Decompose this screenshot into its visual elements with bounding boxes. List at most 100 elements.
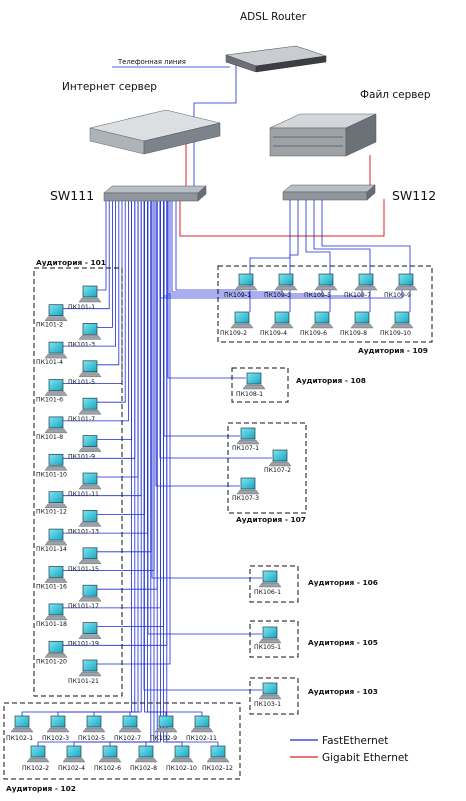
pc-label: ПК101-7 — [68, 416, 95, 423]
pc-ПК102-6: ПК102-6 — [94, 745, 122, 772]
fast-sw111-ПК102-7 — [129, 201, 142, 716]
pc-ПК102-2: ПК102-2 — [22, 745, 50, 772]
pc-label: ПК102-3 — [42, 735, 69, 742]
internet-server: Интернет сервер — [62, 81, 221, 155]
pc-label: ПК109-4 — [260, 330, 287, 337]
pc-ПК102-10: ПК102-10 — [166, 745, 197, 772]
pc-ПК101-14: ПК101-14 — [36, 528, 68, 553]
pc-ПК101-20: ПК101-20 — [36, 640, 68, 665]
room-105-frame — [249, 620, 299, 658]
pc-ПК101-8: ПК101-8 — [36, 416, 68, 441]
pc-ПК102-11: ПК102-11 — [186, 715, 217, 742]
pc-ПК102-3: ПК102-3 — [42, 715, 70, 742]
room-105-title: Аудитория - 105 — [308, 638, 378, 647]
pc-label: ПК102-12 — [202, 765, 233, 772]
file-server: Файл сервер — [269, 89, 431, 157]
pc-ПК102-12: ПК102-12 — [202, 745, 233, 772]
fast-sw111-ПК102-12 — [166, 201, 219, 746]
room-108-frame — [231, 367, 289, 403]
file-server-label: Файл сервер — [360, 89, 431, 101]
pc-ПК107-2: ПК107-2 — [264, 449, 292, 474]
pc-label: ПК101-8 — [36, 434, 63, 441]
pc-label: ПК101-1 — [68, 304, 95, 311]
fast-sw111-ПК101-7 — [96, 201, 126, 403]
fast-sw111-ПК101-9 — [96, 201, 133, 441]
pc-label: ПК101-16 — [36, 584, 67, 591]
pc-label: ПК102-2 — [22, 765, 49, 772]
adsl-router-label: ADSL Router — [240, 11, 307, 23]
pc-label: ПК101-15 — [68, 566, 99, 573]
fast-sw111-ПК102-6 — [109, 201, 158, 746]
fast-sw111-ПК103-1 — [143, 201, 262, 691]
switch-sw112: SW112 — [282, 184, 436, 203]
pc-label: ПК109-1 — [224, 292, 251, 299]
fast-sw111-ПК106-1 — [151, 201, 262, 579]
pc-ПК101-2: ПК101-2 — [36, 304, 68, 329]
legend-fast-label: FastEthernet — [322, 735, 388, 747]
pc-ПК101-9: ПК101-9 — [68, 435, 102, 461]
legend: FastEthernet Gigabit Ethernet — [290, 735, 408, 764]
fast-sw111-ПК107-2 — [159, 201, 272, 459]
pc-ПК101-6: ПК101-6 — [36, 379, 68, 404]
pc-ПК101-5: ПК101-5 — [68, 360, 102, 386]
switch-sw111: SW111 — [50, 185, 207, 203]
room-103-title: Аудитория - 103 — [308, 687, 378, 696]
pc-ПК101-3: ПК101-3 — [68, 323, 102, 348]
fast-sw111-ПК105-1 — [147, 201, 262, 635]
fast-sw111-ПК107-3 — [155, 201, 240, 487]
room-107-title: Аудитория - 107 — [236, 515, 306, 524]
pc-label: ПК101-2 — [36, 322, 63, 329]
pc-ПК107-1: ПК107-1 — [232, 427, 260, 452]
pc-label: ПК102-9 — [150, 735, 177, 742]
pc-ПК109-2: ПК109-2 — [220, 311, 254, 337]
pc-label: ПК102-1 — [6, 735, 33, 742]
pc-ПК101-13: ПК101-13 — [68, 510, 102, 535]
pc-label: ПК103-1 — [254, 701, 281, 708]
room-106-title: Аудитория - 106 — [308, 578, 378, 587]
pc-ПК102-5: ПК102-5 — [78, 715, 106, 742]
pc-ПК101-12: ПК101-12 — [36, 491, 68, 516]
pc-label: ПК109-2 — [220, 330, 247, 337]
fast-sw111-ПК101-13 — [96, 201, 145, 515]
room-109-title: Аудитория - 109 — [358, 346, 428, 355]
pc-ПК101-16: ПК101-16 — [36, 566, 68, 591]
pc-label: ПК107-3 — [232, 495, 259, 502]
sw112-label: SW112 — [392, 188, 436, 203]
pc-label: ПК109-9 — [384, 292, 411, 299]
pc-label: ПК101-20 — [36, 658, 67, 665]
pc-ПК109-7: ПК109-7 — [344, 273, 378, 299]
fast-sw111-ПК107-1 — [163, 201, 240, 437]
fast-sw111-ПК108-1 — [167, 201, 246, 379]
pc-ПК101-4: ПК101-4 — [36, 341, 68, 366]
room-106-frame — [249, 565, 299, 603]
room-107-frame — [227, 422, 307, 514]
pc-label: ПК101-10 — [36, 471, 67, 478]
fast-sw111-ПК101-2 — [62, 201, 110, 310]
pc-label: ПК107-2 — [264, 467, 291, 474]
room-101-frame — [33, 267, 123, 697]
pc-label: ПК101-5 — [68, 379, 95, 386]
fast-sw111-ПК101-21 — [96, 201, 171, 665]
pc-label: ПК109-8 — [340, 330, 367, 337]
pc-label: ПК109-10 — [380, 330, 411, 337]
fast-sw111-ПК101-5 — [96, 201, 120, 366]
pc-ПК101-7: ПК101-7 — [68, 397, 102, 423]
fast-sw111-ПК109-1 — [175, 201, 243, 291]
pc-label: ПК102-4 — [58, 765, 85, 772]
internet-server-label: Интернет сервер — [62, 81, 157, 93]
pc-ПК103-1: ПК103-1 — [254, 682, 282, 708]
pc-label: ПК106-1 — [254, 589, 281, 596]
phone-line-label: Телефонная линия — [117, 58, 186, 66]
pc-ПК109-4: ПК109-4 — [260, 311, 294, 337]
pc-ПК102-8: ПК102-8 — [130, 745, 158, 772]
room-109-frame — [217, 265, 433, 343]
pc-label: ПК102-7 — [114, 735, 141, 742]
pc-label: ПК109-3 — [264, 292, 291, 299]
pc-ПК106-1: ПК106-1 — [254, 570, 282, 596]
pc-ПК101-11: ПК101-11 — [68, 472, 102, 498]
pc-label: ПК101-6 — [36, 397, 63, 404]
pc-ПК101-18: ПК101-18 — [36, 603, 68, 628]
pc-label: ПК101-19 — [68, 641, 99, 648]
